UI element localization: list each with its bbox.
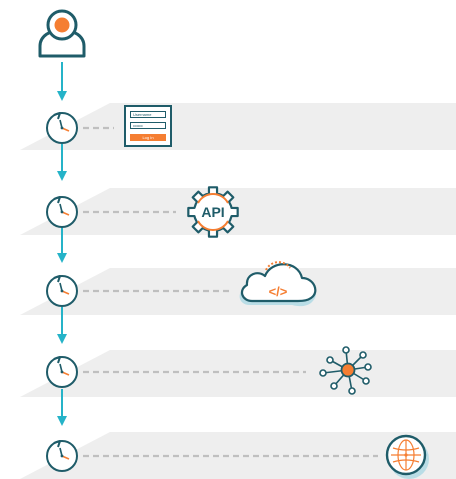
login-button: Log In	[130, 134, 166, 141]
clock-icon	[46, 112, 78, 144]
layer-plane-1	[20, 103, 456, 150]
password-field: ••••••••	[130, 122, 166, 129]
user-icon	[38, 9, 86, 58]
network-hub-icon	[319, 346, 372, 395]
code-label: </>	[269, 284, 288, 299]
api-gear-icon: API	[187, 186, 239, 238]
clock-icon	[46, 196, 78, 228]
clock-icon	[46, 440, 78, 472]
login-form-card: Username •••••••• Log In	[124, 105, 172, 147]
globe-icon	[385, 434, 429, 479]
username-field: Username	[130, 111, 166, 118]
layer-plane-4	[20, 350, 456, 397]
clock-icon	[46, 275, 78, 307]
clock-icon	[46, 356, 78, 388]
api-label: API	[201, 204, 224, 220]
cloud-code-icon: </>	[239, 261, 317, 307]
layer-plane-3	[20, 268, 456, 315]
dashed-connectors	[83, 126, 378, 458]
